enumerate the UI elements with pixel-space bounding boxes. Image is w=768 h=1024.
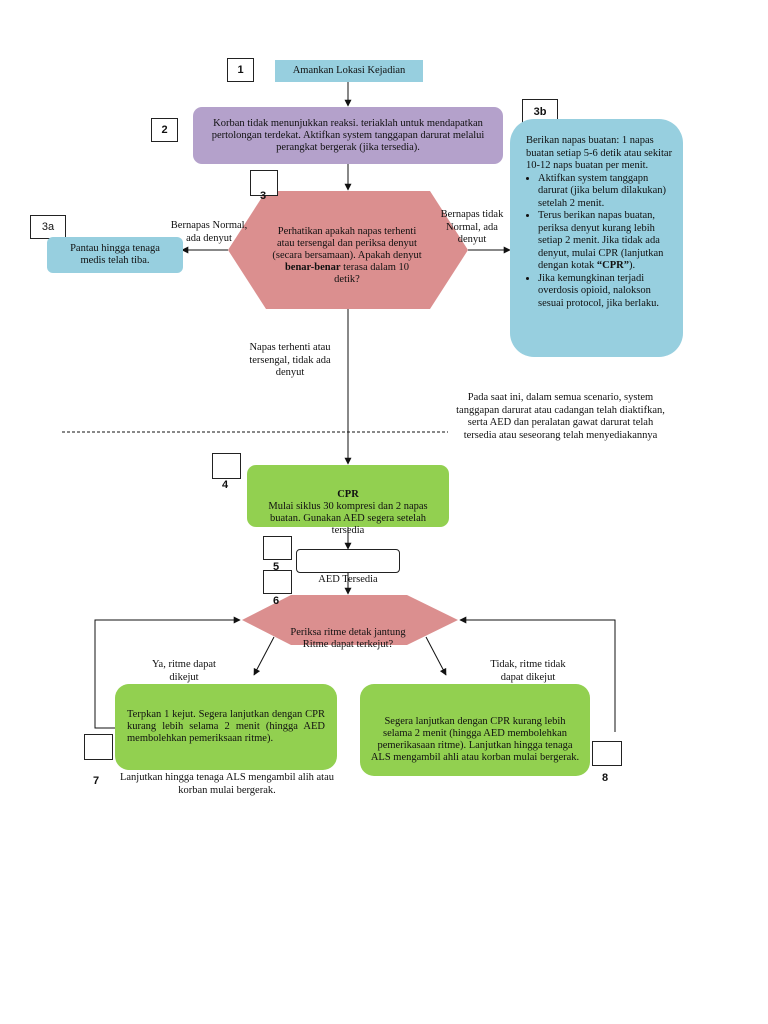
node-shock: Terpkan 1 kejut. Segera lanjutkan dengan… [115,684,337,770]
cpr-title: CPR [337,489,359,500]
node-check-response: Korban tidak menunjukkan reaksi. teriakl… [193,107,503,164]
loop-8-to-6 [459,616,616,732]
label-abnormal-pulse: Bernapas tidak Normal, ada denyut [440,209,504,245]
step-number-3a: 3a [30,215,66,239]
step-number-4-box [212,453,241,479]
node-cpr: CPR Mulai siklus 30 kompresi dan 2 napas… [247,465,449,536]
node-check-rhythm: Periksa ritme detak jantung Ritme dapat … [290,627,406,650]
step-number-8: 8 [602,772,609,784]
step-number-3-box [250,170,278,196]
label-normal-pulse: Bernapas Normal, ada denyut [170,220,248,244]
step-number-5: 5 [273,561,280,573]
node-no-shock: Segera lanjutkan dengan CPR kurang lebih… [360,684,590,776]
step-number-6-box [263,570,292,594]
label-yes-shock: Ya, ritme dapat dikejut [152,659,216,683]
decision-hexagon-rhythm [242,595,458,645]
node-rescue-breathing: Berikan napas buatan: 1 napas buatan set… [510,119,683,357]
arrow-6-to-7 [253,636,275,676]
step-number-1: 1 [227,58,254,82]
step-number-2: 2 [151,118,178,142]
node-shock-note: Lanjutkan hingga tenaga ALS mengambil al… [119,772,335,796]
cpr-body: Mulai siklus 30 kompresi dan 2 napas bua… [268,501,428,536]
node-check-breathing: Perhatikan apakah napas terhenti atau te… [272,226,422,285]
label-no-breath: Napas terhenti atau tersengal, tidak ada… [249,342,331,378]
label-aed-available: AED Tersedia [318,574,378,585]
node-monitor: Pantau hingga tenaga medis telah tiba. [47,237,183,273]
step-number-6: 6 [273,595,280,607]
label-scenario-note: Pada saat ini, dalam semua scenario, sys… [456,392,665,441]
arrow-6-to-8 [425,636,447,676]
loop-7-to-6 [94,616,241,729]
decision-hexagon-breathing [228,191,468,309]
step-number-3: 3 [260,190,267,202]
step-number-4: 4 [222,479,229,491]
step-number-5-box [263,536,292,560]
node-aed-box [296,549,400,573]
label-no-shock: Tidak, ritme tidak dapat dikejut [490,659,566,683]
node-secure-scene: Amankan Lokasi Kejadian [275,60,423,82]
step-number-7: 7 [93,775,100,787]
step-number-8-box [592,741,622,766]
step-number-7-box [84,734,113,760]
